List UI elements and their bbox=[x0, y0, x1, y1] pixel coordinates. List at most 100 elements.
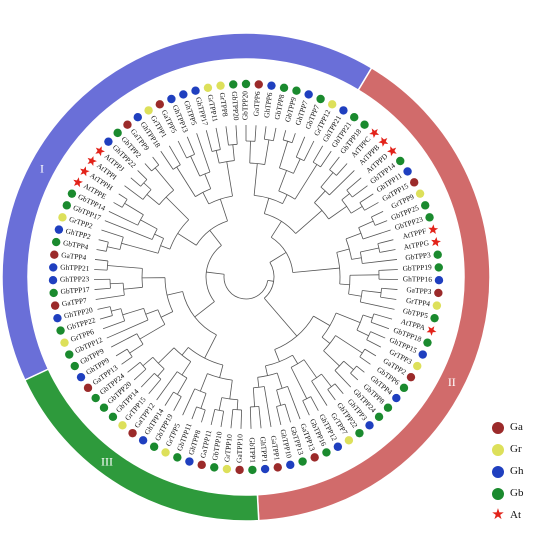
species-marker bbox=[434, 289, 442, 297]
species-marker bbox=[128, 429, 136, 437]
leaf-label: GaTPP1 bbox=[269, 435, 282, 461]
branch-arc bbox=[158, 310, 165, 325]
branch-segment bbox=[220, 365, 223, 378]
branch-segment bbox=[371, 211, 383, 217]
species-marker bbox=[58, 213, 66, 221]
species-marker bbox=[55, 225, 63, 233]
species-marker bbox=[419, 350, 427, 358]
branch-segment bbox=[161, 312, 173, 318]
leaf-label: GaTPP3 bbox=[406, 285, 432, 296]
branch-segment bbox=[203, 192, 209, 204]
branch-segment bbox=[375, 221, 387, 226]
branch-segment bbox=[131, 178, 141, 186]
species-marker bbox=[223, 465, 231, 473]
branch-segment bbox=[210, 230, 222, 245]
species-marker bbox=[118, 421, 126, 429]
legend-label: Gh bbox=[510, 465, 523, 477]
leaf-label: GbTPP1 bbox=[248, 437, 258, 463]
species-marker bbox=[375, 413, 383, 421]
star-icon bbox=[428, 224, 438, 234]
clade-label: I bbox=[40, 162, 44, 176]
species-marker bbox=[286, 461, 294, 469]
legend-item-gr: Gr bbox=[488, 440, 534, 462]
branch-segment bbox=[197, 133, 210, 172]
branch-segment bbox=[231, 409, 233, 428]
branch-segment bbox=[161, 151, 173, 169]
branch-segment bbox=[124, 287, 143, 289]
branch-segment bbox=[122, 357, 133, 364]
branch-segment bbox=[109, 211, 138, 225]
species-marker bbox=[255, 80, 263, 88]
branch-segment bbox=[144, 183, 151, 190]
species-marker bbox=[267, 81, 275, 89]
branch-segment bbox=[279, 170, 287, 191]
leaf-label: GrTPP8 bbox=[218, 92, 230, 118]
branch-segment bbox=[336, 313, 360, 323]
branch-segment bbox=[271, 221, 281, 237]
branch-segment bbox=[146, 310, 158, 315]
leaf-label: GhTPP21 bbox=[60, 262, 90, 272]
branch-segment bbox=[382, 288, 398, 289]
branch-segment bbox=[270, 252, 286, 262]
branch-segment bbox=[351, 206, 362, 213]
species-marker bbox=[384, 404, 392, 412]
branch-segment bbox=[346, 233, 361, 239]
branch-segment bbox=[277, 373, 282, 388]
branch-segment bbox=[158, 348, 174, 363]
species-marker bbox=[56, 326, 64, 334]
branch-segment bbox=[125, 186, 143, 200]
branch-arc bbox=[313, 162, 320, 167]
branch-segment bbox=[119, 194, 127, 199]
branch-segment bbox=[155, 168, 174, 190]
species-marker bbox=[161, 448, 169, 456]
branch-segment bbox=[359, 221, 374, 227]
branch-arc bbox=[371, 217, 375, 225]
branch-segment bbox=[250, 407, 251, 429]
leaf-label: GhTPP23 bbox=[60, 274, 90, 283]
branch-segment bbox=[335, 370, 351, 387]
branch-arc bbox=[152, 229, 157, 240]
legend-label: Gr bbox=[510, 443, 522, 455]
branch-segment bbox=[94, 269, 107, 270]
branch-segment bbox=[258, 377, 259, 387]
branch-segment bbox=[241, 410, 242, 429]
branch-segment bbox=[187, 137, 194, 155]
species-marker bbox=[109, 413, 117, 421]
branch-segment bbox=[295, 164, 317, 199]
species-legend: Ga Gr Gh Gb ★ At bbox=[488, 418, 534, 528]
branch-segment bbox=[226, 126, 229, 145]
branch-segment bbox=[200, 374, 207, 392]
branch-segment bbox=[291, 367, 307, 398]
star-icon bbox=[369, 128, 379, 138]
star-icon bbox=[88, 156, 97, 166]
branch-segment bbox=[128, 362, 140, 372]
branch-segment bbox=[322, 374, 332, 387]
species-marker bbox=[113, 129, 121, 137]
branch-segment bbox=[362, 291, 381, 293]
species-marker bbox=[435, 276, 443, 284]
species-marker bbox=[365, 421, 373, 429]
species-marker bbox=[392, 394, 400, 402]
species-marker bbox=[49, 289, 57, 297]
branch-arc bbox=[228, 144, 237, 145]
branch-segment bbox=[166, 197, 189, 220]
species-marker bbox=[91, 394, 99, 402]
branch-segment bbox=[294, 159, 301, 174]
branch-segment bbox=[311, 397, 319, 411]
branch-segment bbox=[125, 203, 144, 214]
branch-segment bbox=[342, 194, 350, 200]
species-marker bbox=[179, 90, 187, 98]
branch-segment bbox=[277, 406, 281, 424]
species-marker bbox=[433, 301, 441, 309]
branch-segment bbox=[110, 283, 123, 284]
branch-segment bbox=[313, 316, 329, 326]
branch-arc bbox=[291, 360, 304, 368]
legend-label: Ga bbox=[510, 421, 523, 433]
branch-segment bbox=[268, 280, 274, 281]
branch-segment bbox=[114, 202, 123, 207]
species-marker bbox=[51, 301, 59, 309]
branch-segment bbox=[350, 373, 357, 380]
branch-segment bbox=[105, 221, 152, 240]
leaf-label: GbTPP3 bbox=[405, 250, 432, 262]
